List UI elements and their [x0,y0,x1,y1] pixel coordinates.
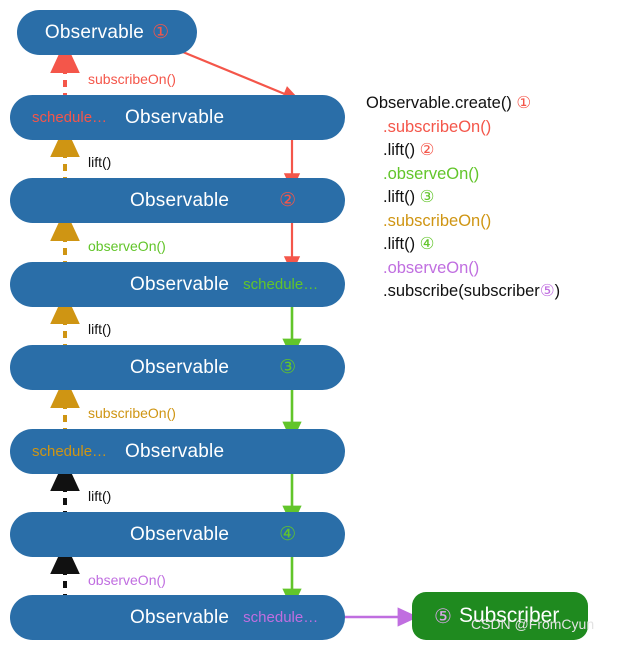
code-token: .lift() [383,188,420,206]
observable-node-5-number: ③ [279,357,297,378]
arrow-diagonal-red [177,48,301,102]
observable-node-8[interactable]: Observable schedule… [10,595,345,640]
code-line-c5: .lift() ③ [366,186,618,210]
code-token: .observeOn() [383,258,480,277]
observable-node-4[interactable]: Observable schedule… [10,262,345,307]
code-line-c2: .subscribeOn() [366,116,618,140]
observable-node-5-label: Observable [130,356,230,378]
code-token: ③ [419,188,435,206]
observable-node-2[interactable]: schedule… Observable [10,95,345,140]
code-token: ② [419,141,435,159]
code-token: .lift() [383,235,420,253]
code-line-c3: .lift() ② [366,139,618,163]
code-line-c7: .lift() ④ [366,233,618,257]
code-token: Observable.create() [366,94,517,112]
code-line-c6: .subscribeOn() [366,210,618,234]
observable-node-1-label: Observable [44,21,145,43]
observable-node-4-label: Observable [130,273,230,295]
edge-label-observeon-1: observeOn() [88,238,166,254]
observable-node-6[interactable]: schedule… Observable [10,429,345,474]
observable-node-3-number: ② [279,190,297,211]
subscriber-label: Subscriber [458,604,560,627]
code-token: .lift() [383,141,420,159]
code-token: ⑤ [539,282,555,300]
observable-node-1[interactable]: Observable ① [17,10,197,55]
code-token: ① [516,94,532,112]
edge-label-observeon-2: observeOn() [88,572,166,588]
observable-node-6-scheduler: schedule… [32,443,108,460]
subscriber-node[interactable]: ⑤ Subscriber [412,592,588,640]
observable-node-3-label: Observable [130,189,230,211]
observable-node-3[interactable]: Observable ② [10,178,345,223]
observable-node-6-label: Observable [125,440,225,462]
code-line-c4: .observeOn() [366,163,618,187]
code-line-c9: .subscribe(subscriber⑤) [366,280,618,304]
observable-node-7[interactable]: Observable ④ [10,512,345,557]
observable-node-4-scheduler: schedule… [243,276,319,293]
code-token: .subscribeOn() [383,211,492,230]
code-token: .observeOn() [383,164,480,183]
observable-node-8-label: Observable [130,606,230,628]
observable-node-1-number: ① [152,22,170,43]
edge-label-subscribeon-2: subscribeOn() [88,405,176,421]
subscriber-number: ⑤ [434,605,452,628]
code-line-c8: .observeOn() [366,257,618,281]
observable-node-5[interactable]: Observable ③ [10,345,345,390]
edge-label-subscribeon-1: subscribeOn() [88,71,176,87]
code-token: .subscribe(subscriber [383,282,540,300]
code-token: ) [554,282,561,300]
code-token: ④ [419,235,435,253]
code-token: .subscribeOn() [383,117,492,136]
code-listing: Observable.create() ①.subscribeOn().lift… [366,92,618,304]
edge-label-lift-1: lift() [88,154,112,170]
code-line-c1: Observable.create() ① [366,92,618,116]
watermark: CSDN @FromCyun [471,616,595,632]
edge-label-lift-2: lift() [88,321,112,337]
edge-label-lift-3: lift() [88,488,112,504]
observable-node-7-label: Observable [130,523,230,545]
observable-node-7-number: ④ [279,524,297,545]
observable-node-2-scheduler: schedule… [32,109,108,126]
observable-node-8-scheduler: schedule… [243,609,319,626]
observable-node-2-label: Observable [125,106,225,128]
